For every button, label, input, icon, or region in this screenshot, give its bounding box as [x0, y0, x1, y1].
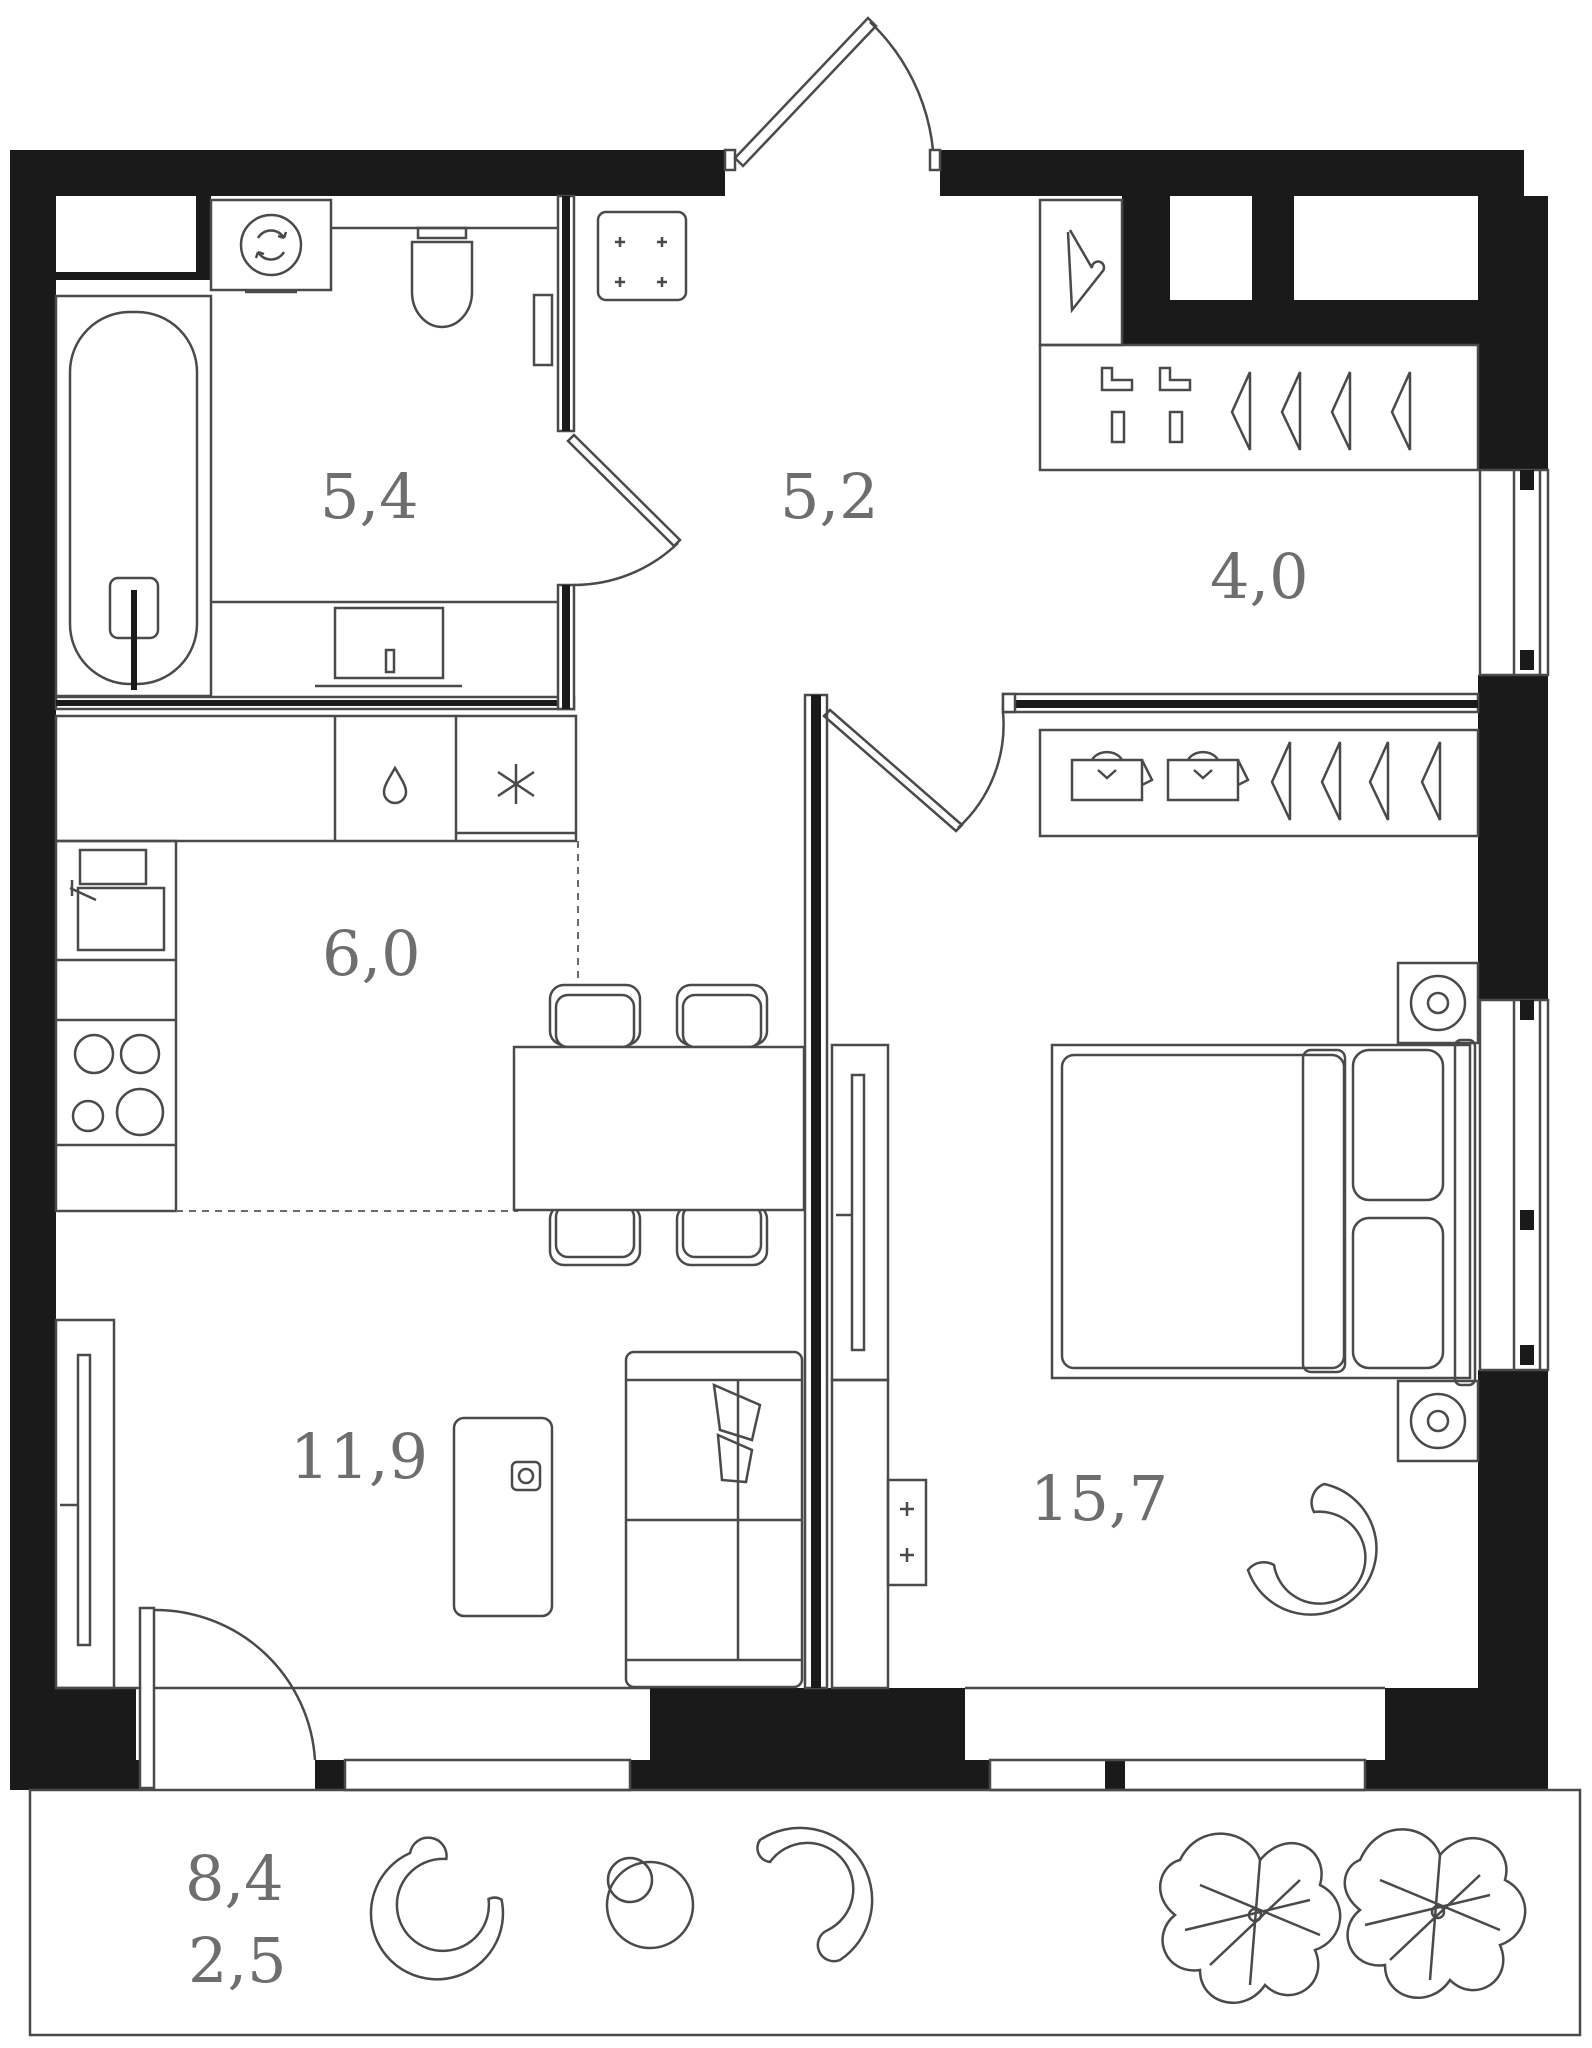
plant-icon — [1158, 1832, 1342, 2004]
bedroom — [822, 708, 1480, 1690]
gas-stove-icon — [596, 210, 688, 302]
bathroom — [54, 198, 682, 698]
wardrobe — [1038, 198, 1480, 472]
bedroom-area: 15,7 — [1030, 1462, 1168, 1535]
living-room-area: 11,9 — [290, 1420, 428, 1493]
living-room — [54, 1318, 804, 1790]
kitchen-area: 6,0 — [322, 917, 421, 990]
water-drop-icon — [382, 765, 408, 805]
bathroom-area: 5,4 — [320, 460, 419, 533]
wardrobe-area: 4,0 — [1210, 540, 1309, 613]
sink — [315, 606, 462, 688]
hallway-area: 5,2 — [780, 460, 879, 533]
asterisk-icon — [497, 764, 535, 804]
hanger-icon — [1066, 229, 1106, 314]
partitions — [54, 194, 1480, 1690]
washer-icon — [209, 198, 333, 294]
boots-icon — [1100, 366, 1192, 444]
toilet — [331, 226, 558, 329]
balcony — [28, 1788, 1582, 2037]
kitchen — [54, 714, 579, 1213]
hallway — [596, 210, 688, 302]
balcony-area: 8,4 — [185, 1842, 284, 1915]
dining-table — [512, 983, 806, 1267]
plant-icon — [1343, 1828, 1527, 1999]
outer-walls — [10, 150, 1548, 1790]
balcony-area-reduced: 2,5 — [188, 1924, 287, 1997]
entrance-door — [723, 16, 942, 172]
